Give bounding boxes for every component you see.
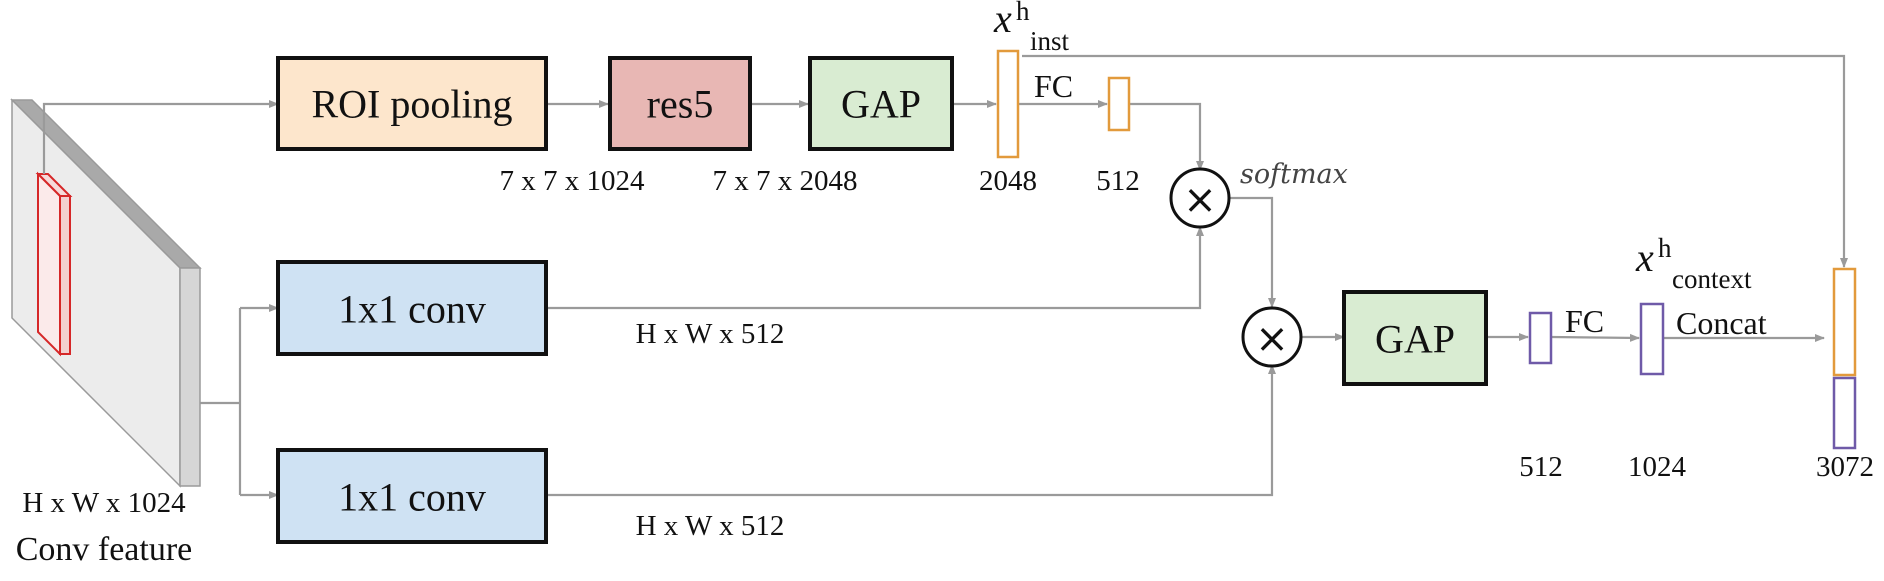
arrow-feature-to-roi xyxy=(42,100,279,174)
x-context-label: x h context xyxy=(1635,233,1752,294)
arrow-conv-bot-to-mult xyxy=(546,364,1276,497)
inst-vector xyxy=(996,49,1020,159)
roi-out-dim: 7 x 7 x 1024 xyxy=(500,165,646,197)
res5-label: res5 xyxy=(647,82,714,127)
x-inst-label: x h inst xyxy=(993,0,1070,56)
conv-mid-box: 1x1 conv xyxy=(276,260,548,356)
roi-pooling-label: ROI pooling xyxy=(311,82,512,127)
arrow-inst-skip-to-concat xyxy=(1022,54,1848,268)
gap-vector-dim: 512 xyxy=(1519,451,1563,483)
concat-vector-dim: 3072 xyxy=(1816,451,1874,483)
concat-label: Concat xyxy=(1676,305,1767,341)
multiply-op-bottom: × xyxy=(1241,306,1303,368)
conv-bot-box: 1x1 conv xyxy=(276,448,548,544)
conv-mid-label: 1x1 conv xyxy=(338,287,486,332)
res5-out-dim: 7 x 7 x 2048 xyxy=(713,165,858,197)
gap-vector xyxy=(1528,311,1553,365)
svg-text:x: x xyxy=(1635,235,1654,280)
svg-text:h: h xyxy=(1016,0,1030,26)
arrow-softmax-to-mult xyxy=(1229,196,1276,308)
concat-vector-inst xyxy=(1832,267,1857,377)
context-vector-dim: 1024 xyxy=(1628,451,1687,483)
gap-bottom-label: GAP xyxy=(1375,317,1455,362)
arrow-fc-to-mult xyxy=(1129,102,1204,171)
gap-top-box: GAP xyxy=(808,56,954,151)
conv-feature-label: Conv feature xyxy=(16,531,193,568)
feature-dim: H x W x 1024 xyxy=(22,487,186,519)
fc-vector-dim: 512 xyxy=(1096,165,1140,197)
inst-vector-dim: 2048 xyxy=(979,165,1037,197)
svg-text:x: x xyxy=(993,0,1012,41)
arrow-vec-to-context xyxy=(1550,333,1640,342)
fc-vector xyxy=(1107,76,1131,132)
conv-bot-label: 1x1 conv xyxy=(338,475,486,520)
concat-vector-context xyxy=(1832,376,1857,450)
fc-bottom-label: FC xyxy=(1565,303,1604,339)
context-vector xyxy=(1639,302,1665,376)
gap-top-label: GAP xyxy=(841,82,921,127)
roi-pooling-box: ROI pooling xyxy=(276,56,548,151)
arrow-conv-mid-to-mult xyxy=(546,226,1204,310)
conv-bot-out-dim: H x W x 512 xyxy=(636,510,785,542)
svg-text:inst: inst xyxy=(1030,26,1070,56)
gap-bottom-box: GAP xyxy=(1342,290,1488,386)
conv-mid-out-dim: H x W x 512 xyxy=(636,318,785,350)
multiply-op-top: × xyxy=(1169,167,1231,229)
roi-region xyxy=(35,171,73,357)
multiply-top-symbol: × xyxy=(1183,177,1217,223)
multiply-bottom-symbol: × xyxy=(1255,316,1289,362)
softmax-label: softmax xyxy=(1240,159,1348,190)
svg-text:context: context xyxy=(1672,264,1752,294)
connections xyxy=(42,54,1848,499)
fc-top-label: FC xyxy=(1034,68,1073,104)
svg-text:h: h xyxy=(1658,233,1672,263)
res5-box: res5 xyxy=(608,56,752,151)
